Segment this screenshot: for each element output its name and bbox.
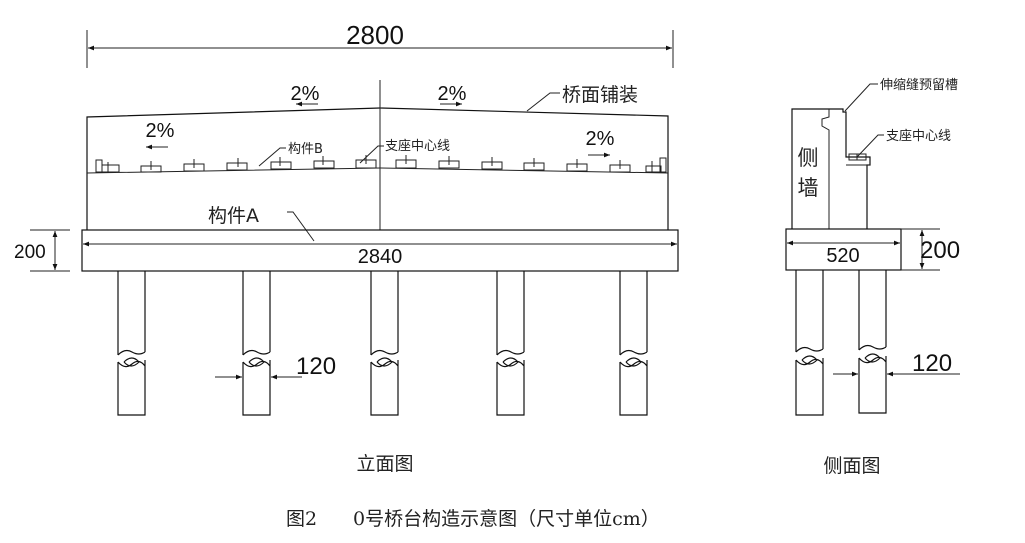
piles: [117, 271, 648, 416]
deck-paving-label: 桥面铺装: [562, 84, 638, 106]
pile-4: [496, 271, 525, 416]
slope-label-right: 2%: [586, 128, 615, 150]
cap-length-text: 2840: [358, 246, 403, 268]
slope-markers: 2% 2% 2% 2%: [146, 83, 615, 158]
elevation-view-title: 立面图: [356, 453, 413, 475]
pile-diameter-dimension: 120: [215, 353, 336, 380]
bearings: [95, 155, 667, 173]
pile-3: [370, 271, 399, 416]
component-a-label: 构件A: [208, 205, 259, 227]
expansion-joint-slot-label: 伸缩缝预留槽: [880, 77, 958, 93]
slope-label-top-right: 2%: [438, 83, 467, 105]
side-bearing-centerline-label: 支座中心线: [886, 129, 951, 144]
side-piles: [795, 270, 887, 416]
elevation-view: 2800 2% 2% 2% 2% 桥面铺装: [14, 20, 679, 475]
component-b-label: 构件B: [288, 142, 323, 157]
side-pile-1: [795, 270, 824, 416]
bearing-centerline-label: 支座中心线: [385, 139, 450, 154]
pile-5: [619, 271, 648, 416]
side-pile-2: [858, 270, 887, 414]
figure-title: 0号桥台构造示意图（尺寸单位cm）: [353, 508, 660, 530]
bearing-centerline-callout: 支座中心线: [359, 139, 450, 164]
side-bearing-centerline-callout: 支座中心线: [856, 129, 951, 158]
figure-number: 图2: [286, 508, 317, 530]
component-b-callout: 构件B: [258, 142, 323, 167]
pile-cap: 2840: [81, 229, 679, 272]
pile-diameter-text: 120: [296, 353, 336, 380]
side-cap-width-text: 520: [826, 245, 859, 267]
side-view: 侧 墙 伸缩缝预留槽 支座中心线 520 200: [785, 77, 960, 477]
cap-height-text: 200: [14, 242, 46, 263]
side-pile-cap: 520 200: [785, 228, 960, 271]
side-view-title: 侧面图: [823, 455, 880, 477]
side-wall-label-1: 侧: [798, 146, 819, 170]
pile-1: [117, 271, 146, 416]
component-a-callout: 构件A: [208, 205, 315, 242]
side-wall-label-2: 墙: [798, 176, 819, 200]
cap-height-dimension: 200: [14, 229, 70, 272]
pile-2: [242, 271, 271, 416]
side-cap-height-text: 200: [920, 237, 960, 264]
overall-width-dimension: 2800: [86, 20, 674, 68]
side-wall: 侧 墙: [791, 108, 871, 229]
overall-width-text: 2800: [346, 20, 404, 50]
deck-paving-callout: 桥面铺装: [526, 84, 638, 112]
slope-label-top-left: 2%: [291, 83, 320, 105]
slope-label-left: 2%: [146, 120, 175, 142]
side-pile-diameter-text: 120: [912, 350, 952, 377]
side-pile-diameter-dimension: 120: [833, 350, 960, 377]
expansion-joint-callout: 伸缩缝预留槽: [844, 77, 958, 112]
figure-caption: 图2 0号桥台构造示意图（尺寸单位cm）: [286, 508, 660, 530]
